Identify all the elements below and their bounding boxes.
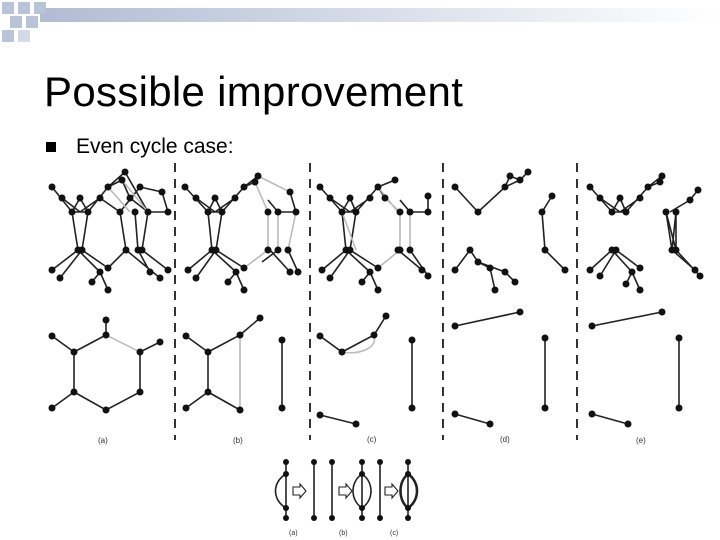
panel-c-bottom-graph xyxy=(316,312,416,428)
inset-label-b: (b) xyxy=(339,530,348,537)
panel-a-bottom-graph xyxy=(48,316,164,414)
panel-d-top-graph xyxy=(451,168,569,294)
panel-label-b: (b) xyxy=(233,436,243,445)
panel-a-top-graph xyxy=(48,168,172,294)
slide-title: Possible improvement xyxy=(44,68,464,115)
header-banner xyxy=(40,8,720,22)
bullet-text: Even cycle case: xyxy=(76,135,234,158)
square-bullet-icon xyxy=(46,142,56,152)
panel-dividers xyxy=(174,163,578,440)
inset-label-c: (c) xyxy=(390,530,398,537)
panel-b-bottom-graph xyxy=(182,314,286,414)
corner-squares xyxy=(2,2,46,42)
inset-label-a: (a) xyxy=(289,530,298,537)
panel-label-a: (a) xyxy=(98,436,108,445)
bullet-item: Even cycle case: xyxy=(46,134,234,160)
panel-d-bottom-graph xyxy=(451,308,549,428)
panel-label-e: (e) xyxy=(636,436,646,445)
panel-c-top-graph xyxy=(316,176,432,294)
panel-label-c: (c) xyxy=(367,435,377,444)
panel-b-top-graph xyxy=(181,172,302,294)
panel-e-top-graph xyxy=(586,172,704,294)
panel-e-bottom-graph xyxy=(588,308,683,428)
panel-label-d: (d) xyxy=(500,435,510,444)
inset-transform-figure: (a) (b) (c) xyxy=(274,459,419,537)
